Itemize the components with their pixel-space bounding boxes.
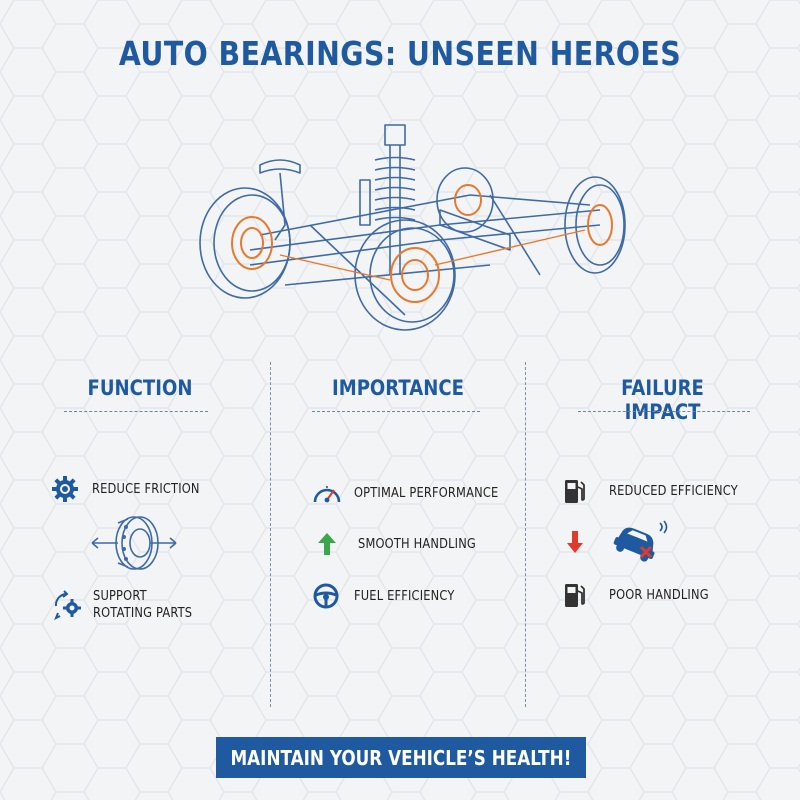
rotating-gear-icon [54,590,81,621]
smooth-handling-label: SMOOTH HANDLING [358,536,476,552]
arrow-up-icon [318,533,336,555]
reduce-friction-label: REDUCE FRICTION [92,481,200,497]
optimal-performance-label: OPTIMAL PERFORMANCE [354,485,499,501]
importance-heading: IMPORTANCE [332,376,464,400]
reduced-efficiency-item: REDUCED EFFICIENCY [563,477,755,505]
smooth-handling-item: SMOOTH HANDLING [316,531,492,557]
reduce-friction-item: REDUCE FRICTION [50,474,214,504]
function-heading-rule [64,411,208,412]
fuel-pump-icon [565,480,585,503]
failure-impact-heading-rule [578,411,750,412]
column-divider [270,362,271,707]
fuel-efficiency-item: FUEL EFFICIENCY [312,582,468,610]
steering-wheel-icon [313,583,339,609]
poor-handling-item: POOR HANDLING [563,581,722,609]
bearing-icon [91,516,177,570]
banner-text: MAINTAIN YOUR VEHICLE’S HEALTH! [230,745,572,770]
reduced-efficiency-label: REDUCED EFFICIENCY [609,483,738,499]
support-label: SUPPORT [93,589,147,604]
column-divider [525,362,526,707]
fuel-efficiency-label: FUEL EFFICIENCY [354,588,455,604]
speedometer-icon [313,486,341,503]
skidding-car-icon [613,520,668,562]
importance-heading-rule [312,411,480,412]
chassis-illustration [199,124,626,331]
gear-icon [52,476,78,502]
page-title: AUTO BEARINGS: UNSEEN HEROES [118,34,682,73]
function-heading: FUNCTION [87,376,193,400]
maintain-health-banner: MAINTAIN YOUR VEHICLE’S HEALTH! [216,737,586,778]
poor-handling-label: POOR HANDLING [609,587,709,603]
rotating-parts-label: ROTATING PARTS [93,606,193,621]
optimal-performance-item: OPTIMAL PERFORMANCE [312,480,518,506]
arrow-down-icon [567,531,583,553]
fuel-pump-icon [565,584,585,607]
failure-impact-heading: FAILURE IMPACT [621,376,704,424]
support-rotating-parts-item: SUPPORT ROTATING PARTS [50,588,206,622]
